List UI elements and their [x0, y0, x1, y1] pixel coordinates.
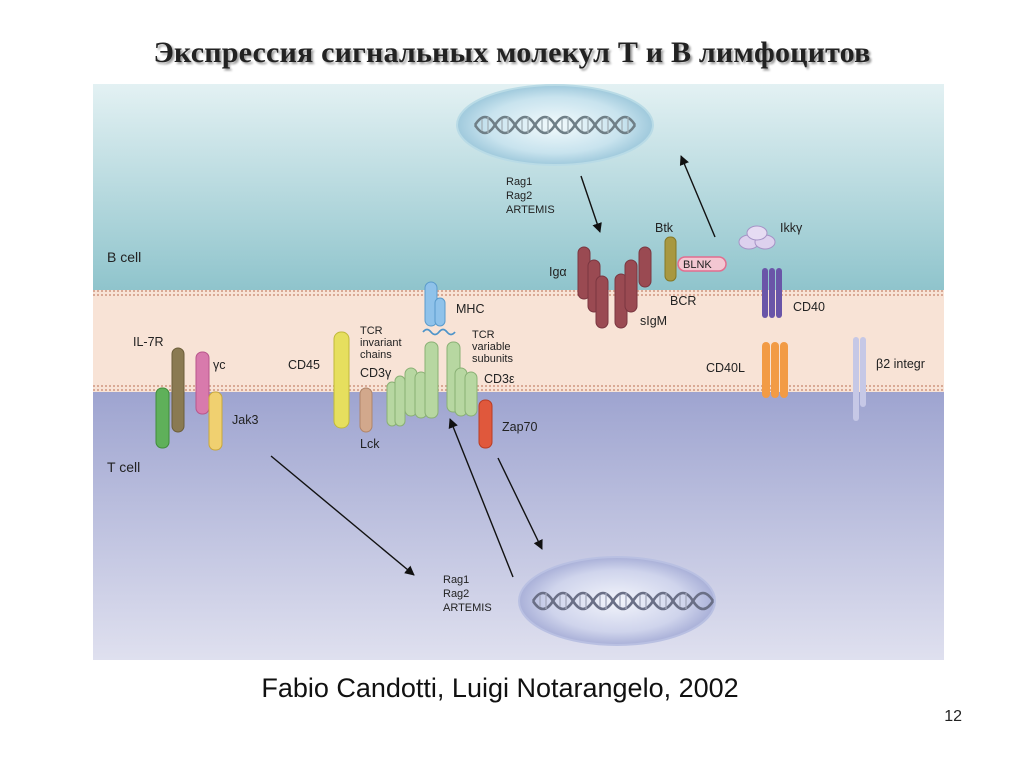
tcr-variable-label-2: variable — [472, 341, 511, 353]
zap70-label: Zap70 — [502, 420, 537, 434]
arrow-nucleus-to-bcr — [580, 175, 602, 233]
jak3-label: Jak3 — [232, 413, 258, 427]
bcr-label: BCR — [670, 294, 696, 308]
sigm-label: sIgM — [640, 314, 667, 328]
blnk-label: BLNK — [683, 259, 712, 271]
t-cell-region — [93, 392, 944, 660]
t-cell-nucleus — [518, 556, 716, 646]
cd40l-label: CD40L — [706, 361, 745, 375]
b-cell-nucleus — [456, 84, 654, 166]
btk-molecule — [664, 236, 677, 282]
mhc-label: MHC — [456, 302, 484, 316]
gamma-c-label: γc — [213, 358, 226, 372]
arrow-nucleus-to-tcr — [448, 418, 514, 578]
b2-integrin-molecule — [853, 337, 866, 421]
zap70-molecule — [478, 399, 493, 449]
ikk-gamma-molecule — [738, 225, 776, 250]
page-number: 12 — [944, 708, 962, 725]
citation: Fabio Candotti, Luigi Notarangelo, 2002 — [261, 673, 739, 703]
rag2-top-label: Rag2 — [506, 190, 532, 202]
slide-title: Экспрессия сигнальных молекул Т и В лимф… — [153, 36, 871, 69]
lck-molecule — [359, 387, 373, 433]
il7r-molecule — [171, 347, 185, 433]
arrow-zap70-to-nucleus — [497, 457, 543, 550]
green-molecule — [155, 387, 170, 449]
cd40-label: CD40 — [793, 300, 825, 314]
dna-helix-icon — [531, 591, 715, 611]
cd3-epsilon-label: CD3ε — [484, 372, 515, 386]
dna-helix-icon — [473, 115, 637, 135]
ig-alpha-label: Igα — [549, 265, 567, 279]
btk-label: Btk — [655, 221, 674, 235]
tcr-invariant-label-3: chains — [360, 349, 392, 361]
mhc-molecule — [422, 281, 456, 336]
b2-integrin-label: β2 integr — [876, 357, 925, 371]
cd45-molecule — [333, 331, 350, 429]
rag1-top-label: Rag1 — [506, 176, 532, 188]
il7r-label: IL-7R — [133, 335, 164, 349]
b-cell-label: B cell — [107, 249, 141, 265]
arrow-bcr-to-nucleus — [679, 155, 716, 238]
bcr-complex — [577, 246, 652, 329]
signaling-diagram: B cell T cell Rag1 Rag2 ARTEMIS — [93, 84, 944, 660]
tcr-cd3-complex — [386, 341, 478, 427]
lck-label: Lck — [360, 437, 380, 451]
t-cell-label: T cell — [107, 459, 140, 475]
gamma-c-molecule — [195, 351, 210, 415]
cd45-label: CD45 — [288, 358, 320, 372]
tcr-invariant-label-1: TCR — [360, 325, 383, 337]
ikk-gamma-label: Ikkγ — [780, 221, 803, 235]
tcr-variable-label-1: TCR — [472, 329, 495, 341]
artemis-bottom-label: ARTEMIS — [443, 602, 492, 614]
cd40l-molecule — [762, 342, 788, 398]
rag2-bottom-label: Rag2 — [443, 588, 469, 600]
arrow-jak3-to-nucleus — [270, 455, 415, 576]
artemis-top-label: ARTEMIS — [506, 204, 555, 216]
jak3-molecule — [208, 391, 223, 451]
membrane-region — [93, 290, 944, 392]
tcr-variable-label-3: subunits — [472, 353, 513, 365]
blnk-molecule — [677, 256, 727, 272]
cd40-molecule — [762, 268, 782, 318]
cd3-gamma-label: CD3γ — [360, 366, 392, 380]
tcr-invariant-label-2: invariant — [360, 337, 402, 349]
rag1-bottom-label: Rag1 — [443, 574, 469, 586]
